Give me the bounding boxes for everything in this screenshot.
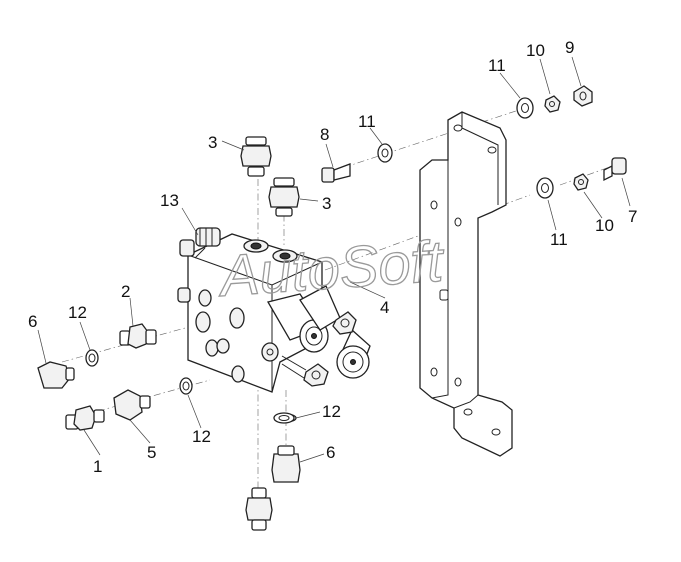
solenoid-valves xyxy=(261,285,371,387)
callout-9: 9 xyxy=(565,38,574,57)
washer-12-bottom xyxy=(273,412,295,424)
washer-12-left xyxy=(85,349,99,367)
callout-11-right: 11 xyxy=(550,230,568,249)
callout-10-right: 10 xyxy=(595,216,614,235)
bolt-7 xyxy=(603,157,627,182)
callout-13: 13 xyxy=(160,191,179,210)
callout-8: 8 xyxy=(320,125,329,144)
fitting-1 xyxy=(65,405,105,431)
plug-6-left xyxy=(37,361,75,389)
nut-10-top xyxy=(544,95,561,113)
fitting-3-lower xyxy=(268,177,300,217)
callout-10-top: 10 xyxy=(526,41,545,60)
callout-5: 5 xyxy=(147,443,156,462)
callout-11-top: 11 xyxy=(488,56,506,75)
callout-12-bottom: 12 xyxy=(322,402,341,421)
callout-2: 2 xyxy=(121,282,130,301)
callout-11-left: 11 xyxy=(358,112,376,131)
callout-3-upper: 3 xyxy=(208,133,217,152)
callout-labels: 1 2 3 3 4 5 6 6 7 8 9 10 10 11 11 11 12 … xyxy=(28,38,637,476)
callout-6-bottom: 6 xyxy=(326,443,335,462)
washer-11-right xyxy=(536,177,554,199)
washer-11-left xyxy=(377,143,393,163)
leader-lines xyxy=(37,56,631,463)
fitting-2 xyxy=(119,323,157,349)
bolt-8 xyxy=(321,163,351,183)
callout-3-lower: 3 xyxy=(322,194,331,213)
callout-7: 7 xyxy=(628,207,637,226)
washer-11-top xyxy=(516,97,534,119)
callout-1: 1 xyxy=(93,457,102,476)
fitting-5 xyxy=(113,389,151,421)
fitting-bottom-long xyxy=(245,487,273,531)
assembly-axis-lines xyxy=(61,107,616,500)
nut-9 xyxy=(573,85,593,107)
fitting-3-upper xyxy=(240,136,272,177)
nut-10-right xyxy=(573,173,589,191)
callout-12-left: 12 xyxy=(68,303,87,322)
callout-4: 4 xyxy=(380,298,389,317)
mounting-bracket xyxy=(419,111,513,457)
callout-6-left: 6 xyxy=(28,312,37,331)
washer-12-middle xyxy=(179,377,193,395)
callout-12-middle: 12 xyxy=(192,427,211,446)
block-side-fittings xyxy=(177,227,221,303)
valve-block xyxy=(187,233,323,393)
